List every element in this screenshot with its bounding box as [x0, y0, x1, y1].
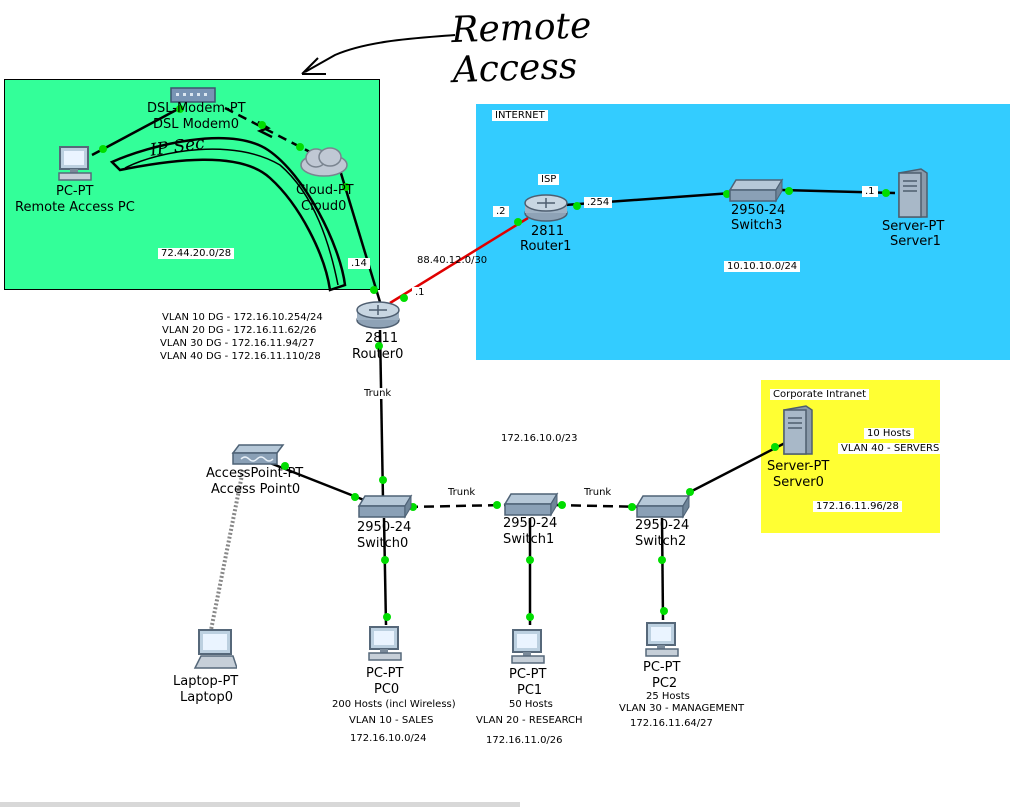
link-dsl-cloud	[224, 106, 311, 154]
access-point-model: AccessPoint-PT	[206, 466, 304, 481]
link-switch0-switch1	[407, 503, 506, 509]
router1-name: Router1	[520, 239, 572, 254]
link-label-server1: .1	[862, 186, 878, 197]
internet-title: INTERNET	[492, 110, 548, 121]
bottom-scrollbar[interactable]	[0, 802, 520, 807]
hand-arrowhead	[301, 57, 326, 75]
link-pc-dsl	[91, 106, 181, 157]
router0-model: 2811	[365, 331, 399, 346]
router0-icon[interactable]	[355, 300, 401, 330]
switch2-icon[interactable]	[635, 494, 691, 520]
cloud-icon[interactable]	[298, 145, 350, 179]
server1-model: Server-PT	[882, 219, 945, 234]
remote-pc-name: Remote Access PC	[15, 200, 135, 215]
link-label-router0-wan: .1	[412, 287, 428, 298]
cloud-model: Cloud-PT	[296, 183, 354, 198]
dsl-modem-model: DSL-Modem-PT	[147, 101, 246, 116]
pc1-hosts: 50 Hosts	[509, 699, 553, 710]
pc0-model: PC-PT	[366, 666, 404, 681]
laptop-name: Laptop0	[180, 690, 234, 705]
switch3-name: Switch3	[731, 218, 783, 233]
intranet-vlan: VLAN 40 - SERVERS	[838, 443, 943, 454]
pc1-subnet: 172.16.11.0/26	[486, 735, 563, 746]
pc1-name: PC1	[517, 683, 543, 698]
server0-model: Server-PT	[767, 459, 830, 474]
link-label-trunk-sw0-sw1: Trunk	[446, 487, 478, 498]
link-cloud-router0	[338, 169, 382, 303]
pc0-vlan: VLAN 10 - SALES	[349, 715, 434, 726]
intranet-title: Corporate Intranet	[770, 389, 870, 400]
cloud-name: Cloud0	[301, 199, 347, 214]
link-label-router1-lan: .254	[584, 197, 613, 208]
link-label-cloud-router0: .14	[348, 258, 370, 269]
switch3-icon[interactable]	[728, 178, 784, 204]
hand-arrow	[304, 34, 456, 73]
router1-icon[interactable]	[523, 193, 569, 223]
link-wireless-ap-laptop	[208, 469, 245, 636]
switch0-icon[interactable]	[357, 494, 413, 520]
switch2-name: Switch2	[635, 534, 687, 549]
switch0-name: Switch0	[357, 536, 409, 551]
internet-subnet: 10.10.10.0/24	[724, 261, 801, 272]
vlan-gateway-20: VLAN 20 DG - 172.16.11.62/26	[162, 325, 317, 336]
switch1-model: 2950-24	[503, 516, 558, 531]
access-point-name: Access Point0	[211, 482, 301, 497]
pc2-icon[interactable]	[642, 621, 682, 659]
pc1-vlan: VLAN 20 - RESEARCH	[476, 715, 583, 726]
switch2-model: 2950-24	[635, 518, 690, 533]
link-label-isp-ip: .2	[493, 206, 509, 217]
link-router0-switch0	[378, 329, 385, 501]
pc2-subnet: 172.16.11.64/27	[630, 718, 713, 729]
internet-area	[476, 104, 1010, 360]
switch3-model: 2950-24	[731, 203, 786, 218]
switch1-name: Switch1	[503, 532, 555, 547]
link-label-trunk-sw1-sw2: Trunk	[582, 487, 614, 498]
laptop-icon[interactable]	[193, 628, 237, 672]
link-switch2-server0	[689, 441, 786, 494]
vlan-gateway-40: VLAN 40 DG - 172.16.11.110/28	[160, 351, 321, 362]
pc1-icon[interactable]	[508, 628, 548, 666]
vlan-gateway-30: VLAN 30 DG - 172.16.11.94/27	[160, 338, 315, 349]
server1-name: Server1	[890, 234, 941, 249]
pc2-name: PC2	[652, 676, 678, 691]
ipsec-tunnel	[109, 136, 347, 292]
server1-icon[interactable]	[895, 167, 931, 219]
dsl-modem-icon[interactable]	[170, 84, 216, 104]
campus-subnet: 172.16.10.0/23	[501, 433, 578, 444]
remote-subnet: 72.44.20.0/28	[158, 248, 235, 259]
pc0-hosts: 200 Hosts (incl Wireless)	[332, 699, 456, 710]
remote-pc-model: PC-PT	[56, 184, 94, 199]
switch1-icon[interactable]	[503, 492, 559, 518]
router0-name: Router0	[352, 347, 404, 362]
switch0-model: 2950-24	[357, 520, 412, 535]
router1-isp-tag: ISP	[538, 174, 560, 185]
laptop-model: Laptop-PT	[173, 674, 239, 689]
access-point-icon[interactable]	[231, 443, 285, 467]
router1-model: 2811	[531, 224, 565, 239]
dsl-modem-name: DSL Modem0	[153, 117, 239, 132]
link-label-isp-subnet: 88.40.12.0/30	[417, 255, 488, 266]
pc1-model: PC-PT	[509, 667, 547, 682]
pc0-icon[interactable]	[365, 625, 405, 663]
vlan-gateway-10: VLAN 10 DG - 172.16.10.254/24	[162, 312, 323, 323]
pc0-name: PC0	[374, 682, 400, 697]
pc2-vlan: VLAN 30 - MANAGEMENT	[619, 703, 745, 714]
server0-icon[interactable]	[780, 404, 816, 456]
intranet-hosts: 10 Hosts	[864, 428, 914, 439]
pc2-model: PC-PT	[643, 660, 681, 675]
link-switch2-pc2	[660, 517, 665, 621]
server0-name: Server0	[773, 475, 824, 490]
remote-access-annotation: Remote Access	[450, 5, 592, 92]
intranet-subnet: 172.16.11.96/28	[813, 501, 902, 512]
remote-pc-icon[interactable]	[55, 145, 95, 183]
link-switch3-server1	[781, 188, 896, 195]
link-switch0-pc0	[382, 517, 388, 626]
pc2-hosts: 25 Hosts	[646, 691, 690, 702]
link-label-trunk-router: Trunk	[362, 388, 394, 399]
pc0-subnet: 172.16.10.0/24	[350, 733, 427, 744]
